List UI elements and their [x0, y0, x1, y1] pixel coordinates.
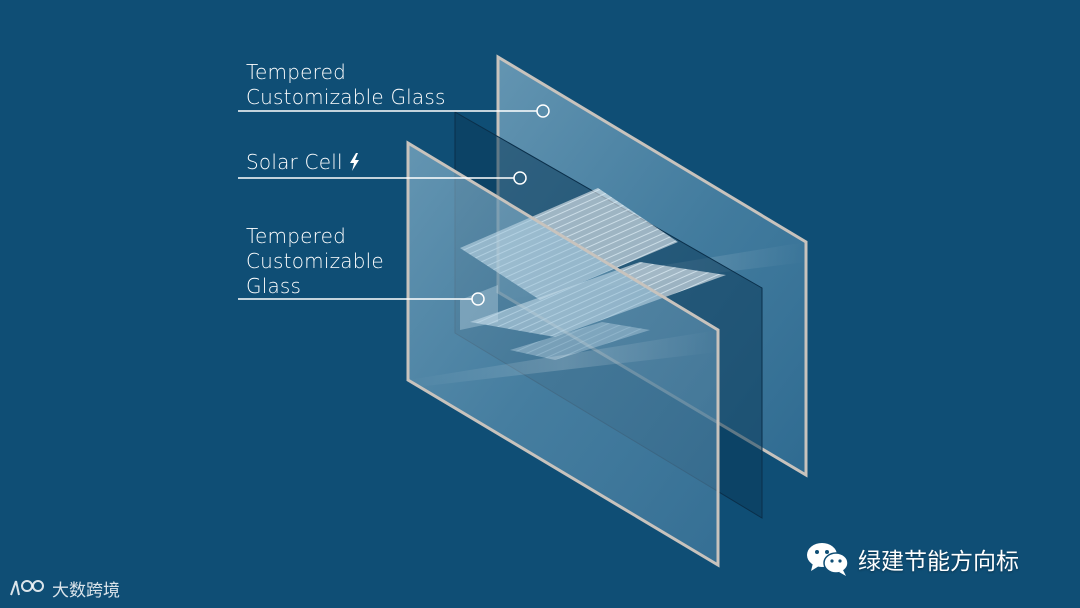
front-glass-panel: [406, 140, 720, 568]
front-glass-label-line2: Customizable: [246, 249, 384, 273]
wechat-icon: [806, 541, 850, 577]
lightning-bolt-icon: [349, 152, 360, 177]
front-glass-label-line3: Glass: [246, 274, 302, 298]
top-glass-label: Tempered Customizable Glass: [246, 60, 446, 110]
top-glass-label-line2: Customizable Glass: [246, 85, 446, 109]
solar-cell-label: Solar Cell: [246, 150, 360, 177]
marker-front-glass: [471, 292, 485, 306]
front-glass-label: Tempered Customizable Glass: [246, 224, 384, 299]
leader-lines: [238, 104, 550, 306]
marker-solar-cell: [513, 171, 527, 185]
front-glass-label-line1: Tempered: [246, 224, 346, 248]
watermark-logo: 大数跨境: [8, 575, 120, 601]
watermark-wechat: 绿建节能方向标: [806, 539, 1019, 579]
solar-cell-label-text: Solar Cell: [246, 150, 343, 174]
marker-top-glass: [536, 104, 550, 118]
watermark-left-text: 大数跨境: [52, 580, 120, 601]
watermark-right-text: 绿建节能方向标: [858, 549, 1019, 575]
top-glass-label-line1: Tempered: [246, 60, 346, 84]
logo-icon: [8, 577, 46, 599]
